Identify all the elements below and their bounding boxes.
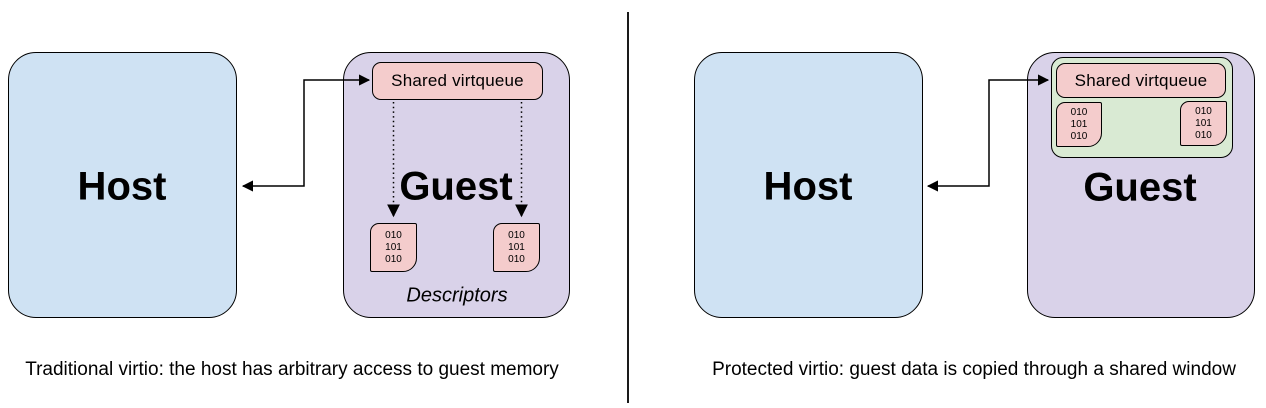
left-guest-label: Guest [399,164,513,209]
descriptor-bits-line: 010 [508,229,525,241]
right-host-box [694,52,923,318]
descriptor-bits-line: 101 [1195,117,1212,129]
descriptor-bits-line: 010 [1195,129,1212,141]
left-panel-caption: Traditional virtio: the host has arbitra… [25,359,559,380]
right-guest-label: Guest [1083,165,1197,210]
right-window-descriptor-box-1: 010 101 010 [1056,102,1102,147]
descriptor-bits-line: 010 [508,253,525,265]
left-shared-virtqueue-box: Shared virtqueue [372,62,543,100]
left-descriptor-box-1: 010 101 010 [370,223,417,272]
right-host-label: Host [763,164,853,209]
left-descriptor-box-2: 010 101 010 [493,223,540,272]
descriptor-bits-line: 101 [385,241,402,253]
descriptor-bits-line: 010 [1070,106,1088,118]
right-shared-virtqueue-box: Shared virtqueue [1056,63,1226,98]
descriptor-bits-line: 010 [385,229,402,241]
right-window-descriptor-box-2: 010 101 010 [1180,101,1227,146]
right-shared-virtqueue-label: Shared virtqueue [1074,70,1208,90]
left-shared-virtqueue-label: Shared virtqueue [391,71,524,90]
left-host-box [8,52,237,318]
descriptor-bits-line: 010 [385,253,402,265]
descriptor-bits-line: 101 [508,241,525,253]
descriptor-bits-line: 010 [1070,130,1088,142]
descriptor-bits-line: 101 [1070,118,1088,130]
descriptor-bits-line: 010 [1195,105,1212,117]
right-panel-caption: Protected virtio: guest data is copied t… [712,359,1236,380]
left-host-label: Host [77,164,167,209]
left-descriptors-label: Descriptors [406,284,508,307]
